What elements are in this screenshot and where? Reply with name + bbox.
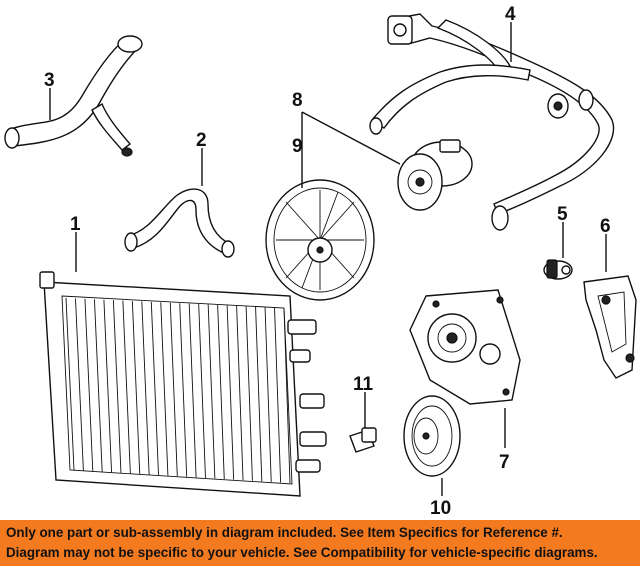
part-3-hose <box>4 35 143 157</box>
leader-lines <box>49 22 607 496</box>
radiator-fin <box>93 299 103 472</box>
radiator-fin <box>274 307 282 483</box>
part-10-fan-clutch <box>403 395 461 477</box>
callout-3: 3 <box>44 70 55 91</box>
callout-2: 2 <box>196 130 207 151</box>
part-6-bracket <box>583 275 637 379</box>
radiator-fin <box>226 305 235 480</box>
part-5-sensor <box>543 259 573 280</box>
part-4-pipe <box>369 13 615 231</box>
radiator-fin <box>264 307 272 482</box>
part-11-switch <box>349 427 377 453</box>
radiator-fin <box>236 305 244 481</box>
radiator-fin <box>141 301 150 475</box>
radiator-fin <box>188 303 197 478</box>
radiator-fin <box>103 299 113 473</box>
callout-1: 1 <box>70 214 81 235</box>
radiator-fin <box>112 300 122 473</box>
part-1-radiator <box>39 271 327 497</box>
radiator-fin <box>75 298 84 471</box>
radiator-fin <box>217 304 225 480</box>
disclaimer-line-2: Diagram may not be specific to your vehi… <box>6 545 598 560</box>
radiator-fin <box>283 307 291 484</box>
callout-4: 4 <box>505 4 516 25</box>
radiator-fin <box>245 306 253 481</box>
callout-11: 11 <box>353 374 374 395</box>
callout-8: 8 <box>292 90 303 111</box>
radiator-fin <box>122 300 131 474</box>
parts-diagram: 1 2 3 4 5 6 7 8 9 10 11 <box>4 4 637 519</box>
callout-6: 6 <box>600 216 611 237</box>
radiator-fin <box>207 304 216 479</box>
radiator-fin <box>169 302 178 477</box>
callout-5: 5 <box>557 204 568 225</box>
part-7-water-pump <box>409 289 521 405</box>
radiator-fin <box>65 297 75 471</box>
disclaimer-line-1: Only one part or sub-assembly in diagram… <box>6 525 563 540</box>
disclaimer-banner: Only one part or sub-assembly in diagram… <box>0 520 640 566</box>
callout-7: 7 <box>499 452 510 473</box>
radiator-fin <box>255 306 263 482</box>
callout-9: 9 <box>292 136 303 157</box>
part-9-fan <box>265 179 375 301</box>
radiator-fin <box>198 304 206 478</box>
radiator-fin <box>160 302 169 476</box>
part-8-fan-motor <box>397 139 473 211</box>
radiator-fin <box>179 303 188 477</box>
radiator-fin <box>84 298 94 472</box>
callout-labels: 1 2 3 4 5 6 7 8 9 10 11 <box>44 4 611 519</box>
callout-10: 10 <box>430 498 451 519</box>
radiator-fin <box>150 301 159 476</box>
radiator-fin <box>131 301 141 474</box>
part-2-hose <box>124 188 235 258</box>
